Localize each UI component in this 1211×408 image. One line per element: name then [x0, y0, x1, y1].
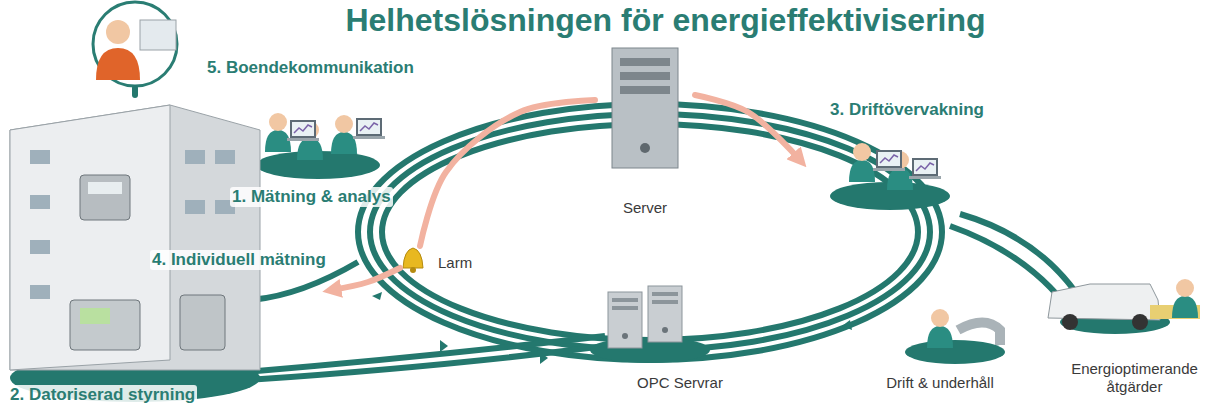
illustration-part	[30, 240, 50, 254]
illustration-part	[403, 248, 423, 273]
station-node: 4. Individuell mätning 2. Datoriserad sty…	[0, 95, 332, 408]
illustration-part	[93, 2, 177, 86]
illustration-part	[608, 292, 642, 348]
illustration-part	[873, 150, 905, 171]
station-label: 3. Driftövervakning	[828, 100, 986, 120]
illustration-part	[331, 115, 357, 154]
station-label: Server	[621, 199, 669, 217]
station-node: Energioptimerande åtgärder	[1062, 268, 1207, 404]
illustration-part	[1132, 314, 1148, 330]
station-label: Larm	[436, 254, 474, 272]
illustration-part	[1062, 314, 1078, 330]
station-node: 3. Driftövervakning	[800, 98, 1040, 210]
illustration-part	[372, 292, 382, 300]
illustration-part	[140, 20, 176, 50]
station-node: Server	[595, 45, 695, 223]
illustration-part	[10, 105, 260, 370]
station-node: OPC Servrar	[595, 290, 765, 398]
illustration-part	[842, 320, 852, 330]
station-label: 4. Individuell mätning	[150, 250, 328, 270]
illustration-part	[849, 143, 875, 182]
flow-connector	[332, 268, 400, 290]
illustration-part	[30, 195, 50, 209]
illustration-part	[106, 20, 130, 44]
illustration-part	[10, 105, 170, 370]
illustration-part	[215, 150, 235, 164]
illustration-part	[265, 113, 291, 152]
diagram-title: Helhetslösningen för energieffektiviseri…	[0, 2, 1211, 39]
flow-connector	[132, 88, 138, 95]
illustration-part	[93, 2, 177, 86]
illustration-part	[80, 175, 130, 220]
illustration-part	[620, 86, 670, 94]
illustration-part	[30, 285, 50, 299]
illustration-part	[30, 150, 50, 164]
station-label: OPC Servrar	[635, 374, 725, 392]
illustration-part	[10, 105, 260, 370]
illustration-part	[1048, 279, 1200, 330]
illustration-part	[620, 58, 670, 66]
station-node: Drift & underhåll	[870, 300, 1010, 398]
illustration-part	[440, 340, 448, 352]
station-node: Larm	[400, 246, 485, 282]
flow-connector	[695, 95, 800, 160]
station-node: 1. Mätning & analys	[225, 75, 415, 210]
illustration-part	[410, 267, 416, 273]
illustration-part	[1172, 279, 1198, 318]
flow-connector	[420, 100, 595, 246]
station-label: 1. Mätning & analys	[230, 187, 393, 207]
illustration-part	[927, 309, 1000, 348]
illustration-part	[927, 309, 953, 348]
illustration-part	[958, 323, 1000, 346]
illustration-part	[905, 340, 1005, 364]
station-label: Drift & underhåll	[884, 374, 996, 392]
illustration-part	[96, 48, 140, 80]
illustration-part	[540, 352, 548, 364]
illustration-part	[353, 118, 385, 139]
illustration-part	[620, 72, 670, 80]
illustration-part	[372, 292, 852, 364]
illustration-part	[180, 295, 225, 350]
illustration-part	[403, 248, 423, 268]
illustration-part	[185, 150, 205, 164]
illustration-part	[287, 120, 319, 141]
illustration-part	[185, 200, 205, 214]
illustration-part	[612, 48, 678, 168]
illustration-part	[80, 308, 110, 324]
station-label: 2. Datoriserad styrning	[8, 385, 197, 405]
station-node: 5. Boendekommunikation	[88, 2, 420, 88]
station-label: 5. Boendekommunikation	[205, 58, 416, 78]
station-label: Energioptimerande åtgärder	[1064, 360, 1205, 396]
illustration-part	[612, 48, 678, 168]
illustration-part	[909, 158, 941, 179]
illustration-part	[70, 300, 140, 350]
illustration-part	[648, 286, 682, 342]
illustration-part	[1048, 284, 1160, 320]
illustration-part	[640, 143, 650, 153]
illustration-part	[88, 182, 122, 194]
